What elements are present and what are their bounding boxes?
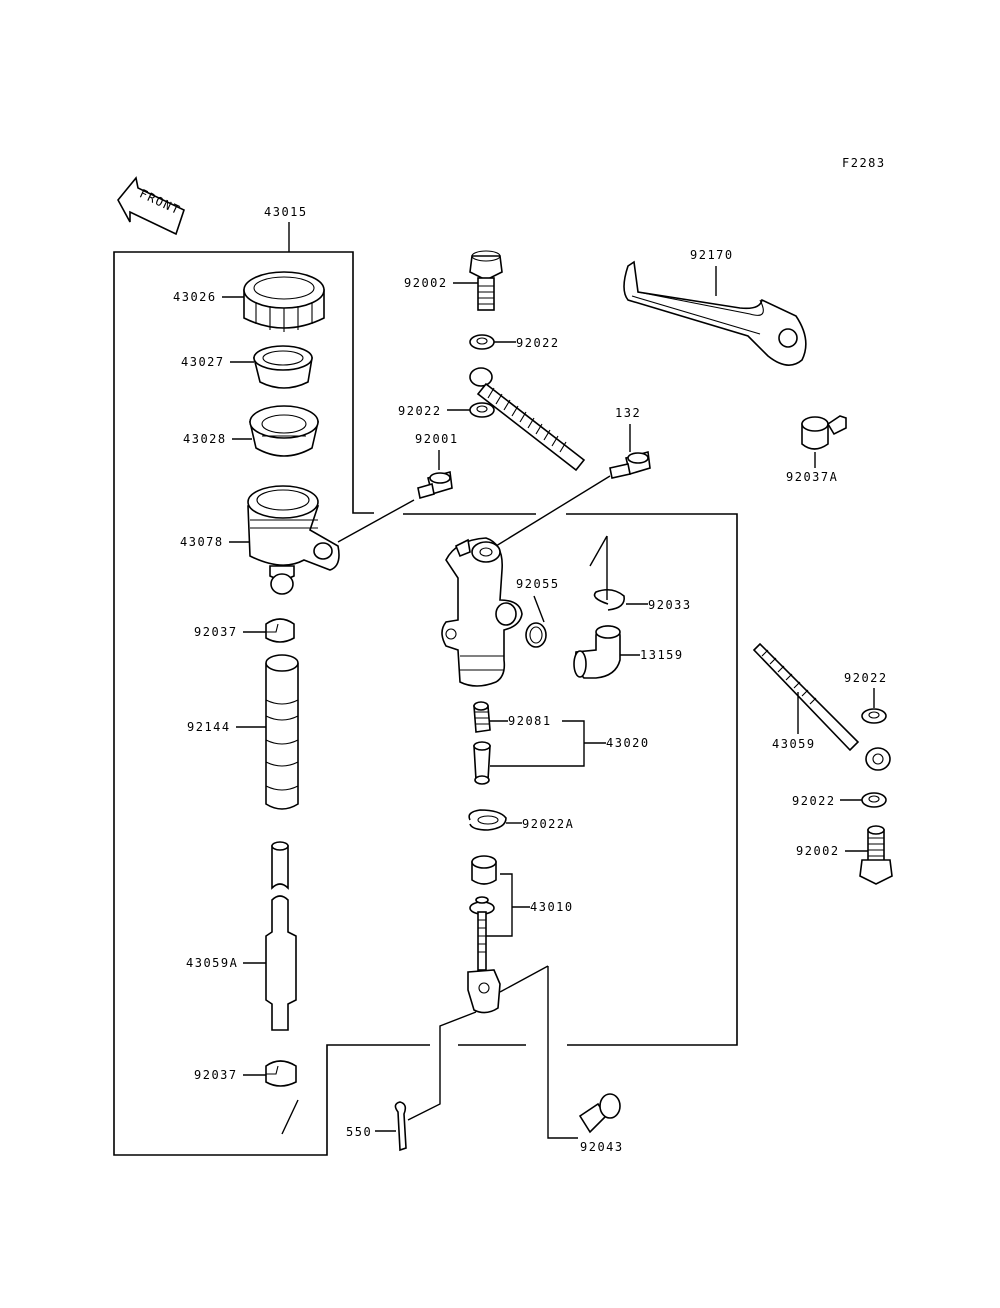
part-550-cotter-pin [394, 1101, 407, 1152]
label-92022-3: 92022 [844, 671, 888, 685]
label-550: 550 [346, 1125, 372, 1139]
part-92022-washer-2 [469, 402, 495, 418]
part-92002-bolt-top [469, 250, 503, 311]
part-92022-washer-3 [861, 708, 887, 724]
label-92037-bottom: 92037 [194, 1068, 238, 1082]
label-43027: 43027 [181, 355, 225, 369]
part-43010-piston-set [467, 855, 501, 1014]
label-43020: 43020 [606, 736, 650, 750]
front-arrow-icon: FRONT [117, 176, 185, 236]
part-brake-hose-top [469, 367, 586, 472]
part-92001-screw [417, 470, 453, 500]
label-92055: 92055 [516, 577, 560, 591]
label-92002-right: 92002 [796, 844, 840, 858]
part-43020-fitting [473, 741, 491, 785]
part-92022-washer-4 [861, 792, 887, 808]
label-43078: 43078 [180, 535, 224, 549]
part-92022-washer-1 [469, 334, 495, 350]
assembly-frame [113, 222, 738, 1156]
part-92033-circlip [593, 588, 625, 611]
label-92001: 92001 [415, 432, 459, 446]
part-43027-plate [252, 345, 313, 389]
label-92022-4: 92022 [792, 794, 836, 808]
part-43059-hose [752, 642, 891, 771]
part-92037A-fitting [801, 415, 847, 450]
label-92170: 92170 [690, 248, 734, 262]
label-43015: 43015 [264, 205, 308, 219]
label-43059A: 43059A [186, 956, 238, 970]
part-92043-pin [578, 1093, 621, 1134]
part-92037-clamp-bottom [265, 1060, 297, 1087]
label-92033: 92033 [648, 598, 692, 612]
part-master-cylinder-body [441, 537, 523, 687]
part-43078-reservoir [247, 485, 340, 595]
part-92170-bracket [623, 260, 807, 366]
label-92002-top: 92002 [404, 276, 448, 290]
label-92022-1: 92022 [516, 336, 560, 350]
label-92037A: 92037A [786, 470, 838, 484]
part-92144-hose [265, 654, 299, 810]
part-92002-bolt-right [859, 825, 893, 885]
part-43059A-pipe [265, 841, 297, 1031]
label-92043: 92043 [580, 1140, 624, 1154]
label-132: 132 [615, 406, 641, 420]
figure-code: F2283 [842, 156, 886, 170]
label-92022-2: 92022 [398, 404, 442, 418]
part-43026-cap [243, 271, 325, 332]
part-92055-oring [525, 622, 547, 648]
part-92022A-circlip [468, 809, 507, 831]
label-92022A: 92022A [522, 817, 574, 831]
label-43059: 43059 [772, 737, 816, 751]
label-92037-top: 92037 [194, 625, 238, 639]
part-13159-elbow [573, 625, 621, 679]
label-13159: 13159 [640, 648, 684, 662]
part-92037-clamp-top [265, 618, 295, 643]
label-92081: 92081 [508, 714, 552, 728]
part-132-screw [609, 450, 651, 479]
label-43028: 43028 [183, 432, 227, 446]
part-92081-pin [473, 701, 491, 733]
part-43028-diaphragm [248, 405, 320, 457]
label-92144: 92144 [187, 720, 231, 734]
label-43010: 43010 [530, 900, 574, 914]
label-43026: 43026 [173, 290, 217, 304]
